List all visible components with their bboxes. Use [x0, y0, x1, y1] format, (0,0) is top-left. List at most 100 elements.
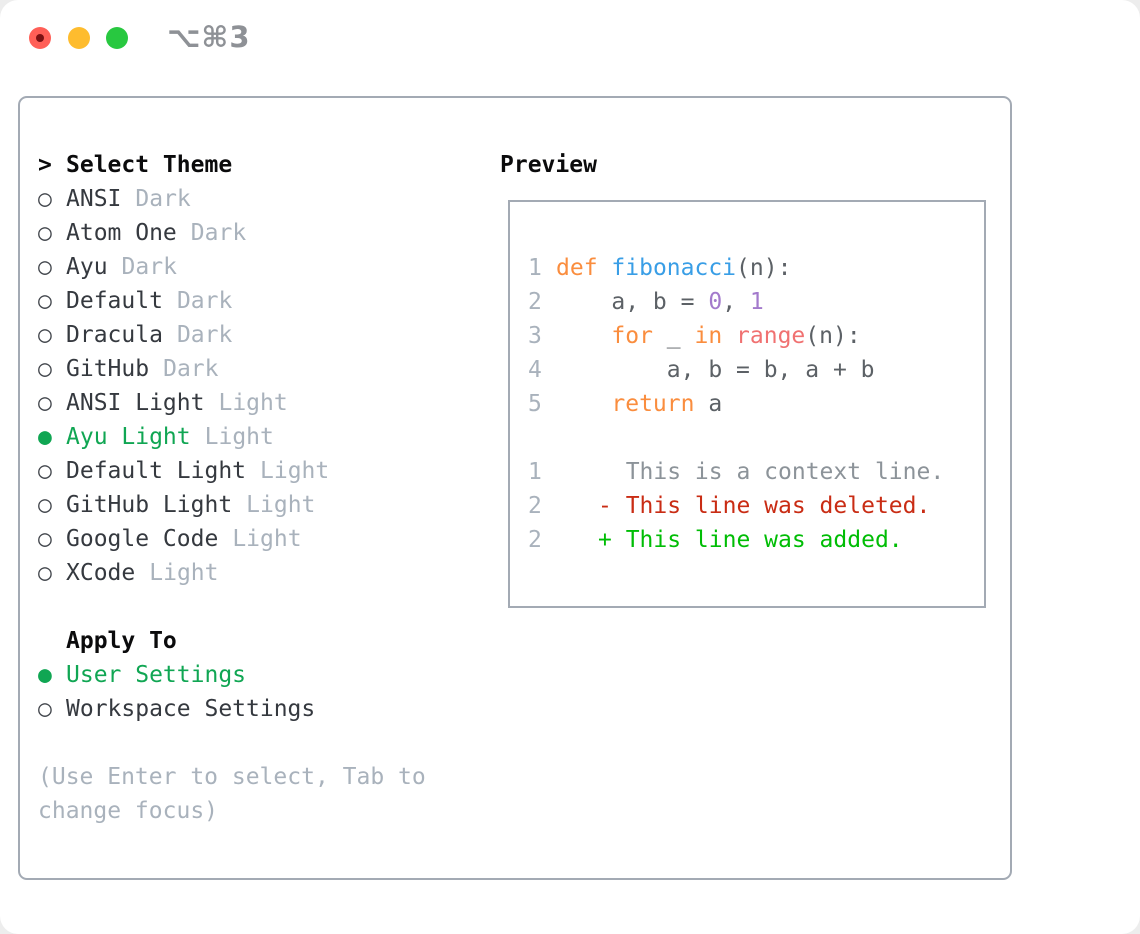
theme-name: Dracula: [66, 322, 163, 348]
diff-line-added: 2 + This line was added.: [528, 523, 984, 557]
line-number: 5: [528, 391, 542, 417]
line-number: 2: [528, 493, 542, 519]
code-line: 4 a, b = b, a + b: [528, 353, 984, 387]
preview-header: Preview: [500, 148, 597, 182]
code-token: [722, 323, 736, 349]
theme-variant-badge: Dark: [176, 322, 233, 348]
code-token: 0: [708, 289, 723, 315]
theme-name: ANSI Light: [66, 390, 205, 416]
radio-icon: ○: [38, 458, 52, 484]
preview-title: Preview: [500, 152, 597, 178]
diff-text: - This line was deleted.: [598, 493, 931, 519]
select-theme-title: Select Theme: [66, 152, 233, 178]
diff-text: + This line was added.: [598, 527, 903, 553]
code-token: [556, 323, 611, 349]
close-button[interactable]: [29, 27, 51, 49]
code-token: range: [736, 323, 806, 349]
radio-icon: ○: [38, 390, 52, 416]
apply-to-title: Apply To: [66, 628, 177, 654]
code-token: fibonacci: [611, 255, 737, 281]
zoom-button[interactable]: [106, 27, 128, 49]
code-token: in: [694, 323, 723, 349]
hint-text: (Use Enter to select, Tab to change focu…: [38, 764, 426, 824]
apply-to-list: ●User Settings ○ Workspace Settings: [38, 658, 450, 726]
code-token: ,: [722, 289, 750, 315]
code-token: _: [652, 323, 695, 349]
code-token: a, b = b, a + b: [556, 357, 875, 383]
radio-icon: ○: [38, 186, 52, 212]
apply-option-workspace-settings[interactable]: ○ Workspace Settings: [38, 692, 450, 726]
theme-name: XCode: [66, 560, 136, 586]
radio-selected-icon: ●: [38, 424, 52, 450]
theme-name: ANSI: [66, 186, 122, 212]
spacer: [38, 590, 450, 624]
theme-item-dracula[interactable]: ○ Dracula Dark: [38, 318, 450, 352]
spacer: [38, 726, 450, 760]
theme-name: Atom One: [66, 220, 177, 246]
diff-preview: 1 This is a context line.2- This line wa…: [528, 455, 984, 557]
line-number: 2: [528, 527, 542, 553]
code-token: return: [611, 391, 695, 417]
line-number: 3: [528, 323, 542, 349]
theme-variant-badge: Light: [246, 492, 316, 518]
focus-prompt-icon: >: [38, 152, 52, 178]
theme-name: Google Code: [66, 526, 219, 552]
radio-icon: ○: [38, 560, 52, 586]
code-token: for: [611, 323, 653, 349]
window-title: ⌥⌘3: [167, 20, 251, 54]
code-line: 2 a, b = 0, 1: [528, 285, 984, 319]
minimize-button[interactable]: [68, 27, 90, 49]
line-number: 2: [528, 289, 542, 315]
radio-icon: ○: [38, 526, 52, 552]
titlebar: ⌥⌘3: [0, 0, 1140, 70]
line-number: 4: [528, 357, 542, 383]
theme-item-xcode[interactable]: ○ XCode Light: [38, 556, 450, 590]
apply-option-label: User Settings: [66, 662, 247, 688]
code-line: 5 return a: [528, 387, 984, 421]
radio-icon: ○: [38, 492, 52, 518]
code-token: a: [694, 391, 723, 417]
apply-option-user-settings[interactable]: ●User Settings: [38, 658, 450, 692]
code-token: (n):: [736, 255, 792, 281]
code-token: [598, 255, 612, 281]
theme-variant-badge: Light: [218, 390, 288, 416]
diff-line-deleted: 2 - This line was deleted.: [528, 489, 984, 523]
diff-text: This is a context line.: [598, 459, 945, 485]
code-token: 1: [749, 289, 764, 315]
line-number: 1: [528, 255, 542, 281]
radio-icon: ○: [38, 356, 52, 382]
radio-icon: ○: [38, 322, 52, 348]
theme-item-ansi[interactable]: ○ ANSI Dark: [38, 182, 450, 216]
code-token: (n):: [805, 323, 861, 349]
theme-name: Ayu: [66, 254, 108, 280]
radio-icon: ○: [38, 254, 52, 280]
unsaved-changes-dot: [36, 34, 44, 42]
theme-variant-badge: Dark: [176, 288, 233, 314]
theme-variant-badge: Dark: [135, 186, 191, 212]
theme-name: Default: [66, 288, 163, 314]
theme-variant-badge: Light: [204, 424, 274, 450]
radio-icon: ○: [38, 696, 52, 722]
theme-item-ansi-light[interactable]: ○ ANSI Light Light: [38, 386, 450, 420]
theme-variant-badge: Light: [149, 560, 219, 586]
theme-name: GitHub: [66, 356, 150, 382]
apply-to-header: Apply To: [38, 624, 450, 658]
apply-option-label: Workspace Settings: [66, 696, 316, 722]
theme-name: Default Light: [66, 458, 247, 484]
radio-icon: ○: [38, 220, 52, 246]
